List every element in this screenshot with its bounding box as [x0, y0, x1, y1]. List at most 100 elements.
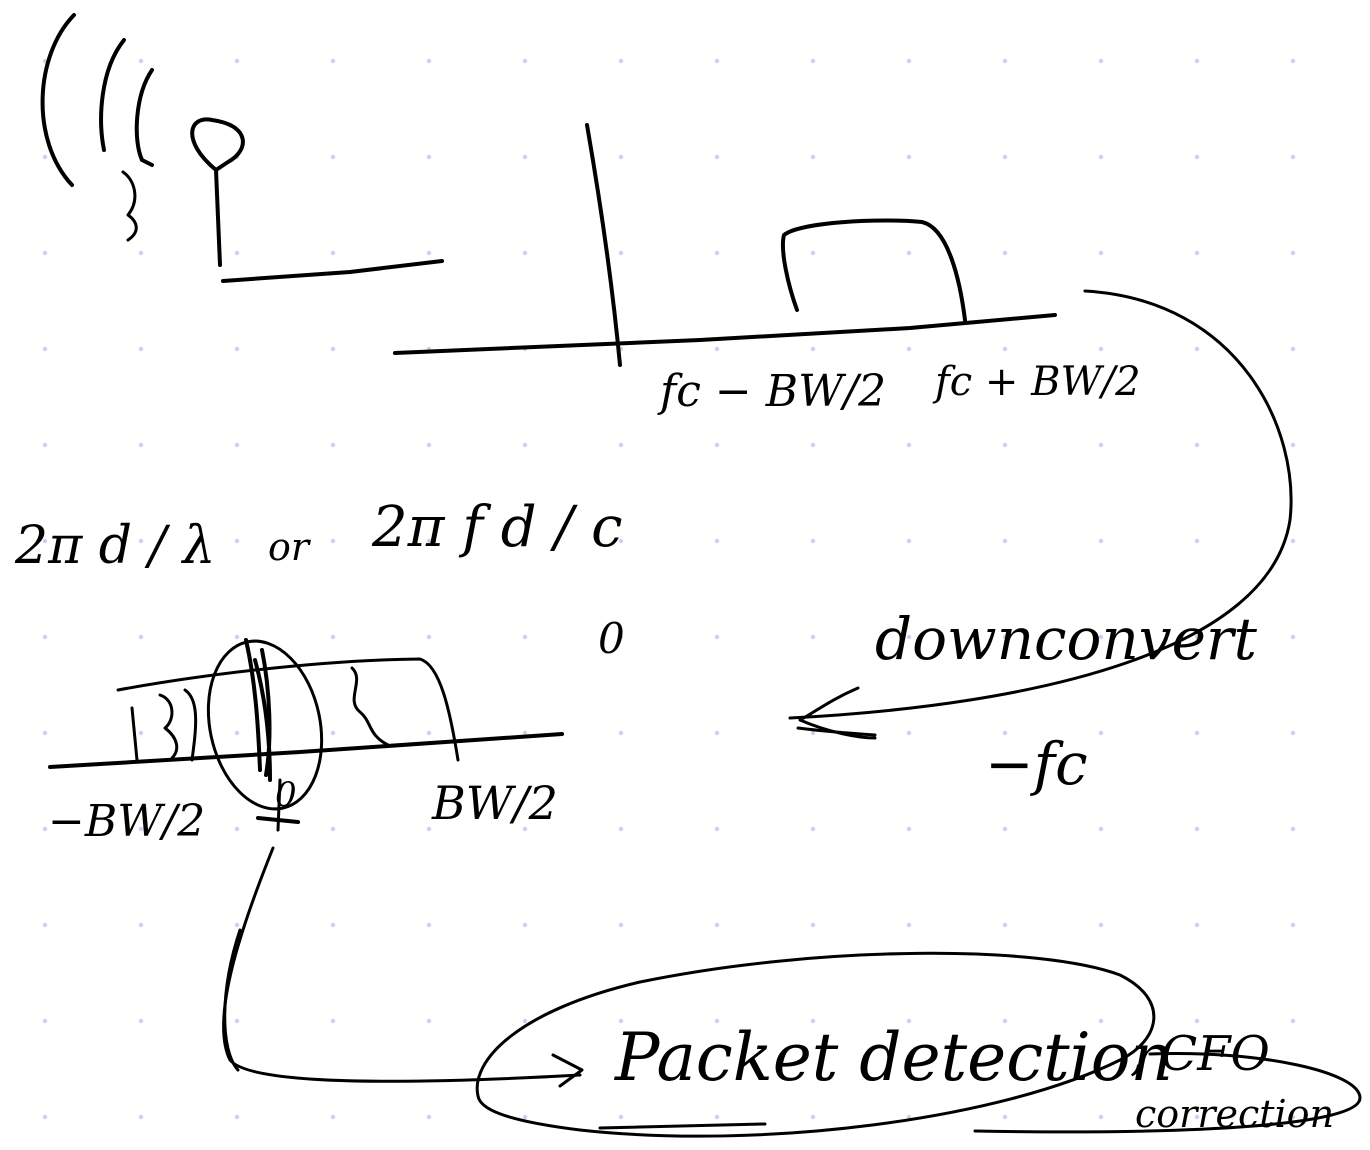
grid-dot [618, 58, 624, 64]
grid-dot [714, 634, 720, 640]
grid-dot [522, 250, 528, 256]
grid-dot [138, 250, 144, 256]
grid-dot [522, 538, 528, 544]
grid-dot [1290, 922, 1296, 928]
grid-dot [1002, 250, 1008, 256]
grid-dot [1290, 1018, 1296, 1024]
grid-dot [330, 442, 336, 448]
packet-detection-ellipse [475, 951, 1362, 1138]
fc-plus-bw-label: fc + BW/2 [935, 359, 1141, 405]
grid-dot [906, 346, 912, 352]
packet-detection-arrow [222, 846, 584, 1088]
grid-dot [138, 634, 144, 640]
grid-dot [714, 730, 720, 736]
grid-dot [426, 250, 432, 256]
fc-minus-bw-label: fc − BW/2 [660, 366, 887, 417]
grid-dot [234, 58, 240, 64]
grid-dot [714, 538, 720, 544]
zero-note: 0 [598, 614, 625, 663]
grid-dot [138, 922, 144, 928]
grid-dot [1194, 538, 1200, 544]
grid-dot [1290, 442, 1296, 448]
grid-dot [1098, 1114, 1104, 1120]
grid-dot [618, 826, 624, 832]
grid-dot [42, 346, 48, 352]
grid-dot [426, 634, 432, 640]
grid-dot [426, 154, 432, 160]
grid-dot [1194, 250, 1200, 256]
grid-dot [1002, 154, 1008, 160]
grid-dot [1098, 346, 1104, 352]
grid-dot [330, 634, 336, 640]
grid-dot [1098, 634, 1104, 640]
grid-dot [1194, 1114, 1200, 1120]
grid-dot [906, 1114, 912, 1120]
grid-dot [330, 826, 336, 832]
grid-dot [906, 730, 912, 736]
grid-dot [522, 730, 528, 736]
antenna-icon [40, 13, 444, 283]
grid-dot [1098, 58, 1104, 64]
pos-bw-label: BW/2 [432, 776, 558, 830]
grid-dot [330, 1114, 336, 1120]
grid-dot [426, 1018, 432, 1024]
grid-dot [1098, 922, 1104, 928]
grid-dot [1098, 1018, 1104, 1024]
grid-dot [138, 346, 144, 352]
grid-dot [714, 346, 720, 352]
grid-dot [42, 634, 48, 640]
grid-dot [1194, 1018, 1200, 1024]
grid-dot [714, 1114, 720, 1120]
grid-dot [522, 154, 528, 160]
grid-dot [522, 922, 528, 928]
grid-dot [426, 442, 432, 448]
grid-dot [1098, 730, 1104, 736]
grid-dot [810, 634, 816, 640]
grid-dot [1002, 922, 1008, 928]
grid-dot [1290, 634, 1296, 640]
grid-dot [810, 250, 816, 256]
neg-bw-label: −BW/2 [48, 796, 206, 847]
grid-dot [42, 538, 48, 544]
grid-dot [810, 346, 816, 352]
grid-dot [810, 154, 816, 160]
grid-dot [1290, 538, 1296, 544]
grid-dot [810, 922, 816, 928]
grid-dot [234, 922, 240, 928]
grid-dot [618, 922, 624, 928]
grid-dot [906, 538, 912, 544]
grid-dot [42, 154, 48, 160]
correction-label: correction [1135, 1092, 1335, 1136]
grid-dot [42, 922, 48, 928]
grid-dot [138, 730, 144, 736]
grid-dot [618, 730, 624, 736]
dot-grid [42, 58, 1296, 1120]
rf-spectrum-plot [393, 123, 1057, 367]
downconvert-arrow [788, 289, 1293, 740]
grid-dot [42, 1018, 48, 1024]
grid-dot [810, 1114, 816, 1120]
grid-dot [426, 730, 432, 736]
grid-dot [1194, 58, 1200, 64]
grid-dot [330, 730, 336, 736]
grid-dot [714, 250, 720, 256]
grid-dot [1002, 538, 1008, 544]
grid-dot [330, 346, 336, 352]
grid-dot [1290, 730, 1296, 736]
grid-dot [906, 1018, 912, 1024]
grid-dot [906, 58, 912, 64]
grid-dot [426, 922, 432, 928]
grid-dot [1290, 250, 1296, 256]
frequency-formula: 2π f d / c [372, 495, 623, 560]
grid-dot [714, 826, 720, 832]
grid-dot [1194, 922, 1200, 928]
cfo-label: , CFO [1130, 1026, 1270, 1082]
grid-dot [42, 730, 48, 736]
grid-dot [1194, 826, 1200, 832]
grid-dot [1194, 346, 1200, 352]
grid-dot [1002, 442, 1008, 448]
grid-dot [138, 58, 144, 64]
grid-dot [234, 346, 240, 352]
